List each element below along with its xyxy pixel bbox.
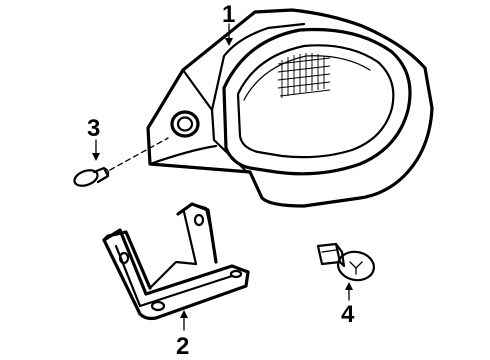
mounting-bracket — [102, 202, 250, 321]
wedge-bulb — [316, 242, 375, 282]
leader-arrow-3 — [92, 153, 100, 161]
leader-arrow-2 — [180, 310, 188, 318]
alignment-dashes — [109, 137, 169, 171]
reflector-grid — [277, 53, 331, 98]
callout-3: 3 — [87, 115, 100, 142]
callout-4: 4 — [341, 301, 355, 328]
leader-arrow-4 — [345, 282, 353, 290]
lamp-housing — [146, 8, 434, 208]
callout-2: 2 — [176, 333, 189, 360]
push-clip — [73, 166, 110, 187]
leader-arrow-1 — [225, 38, 233, 46]
callout-1: 1 — [222, 1, 235, 28]
